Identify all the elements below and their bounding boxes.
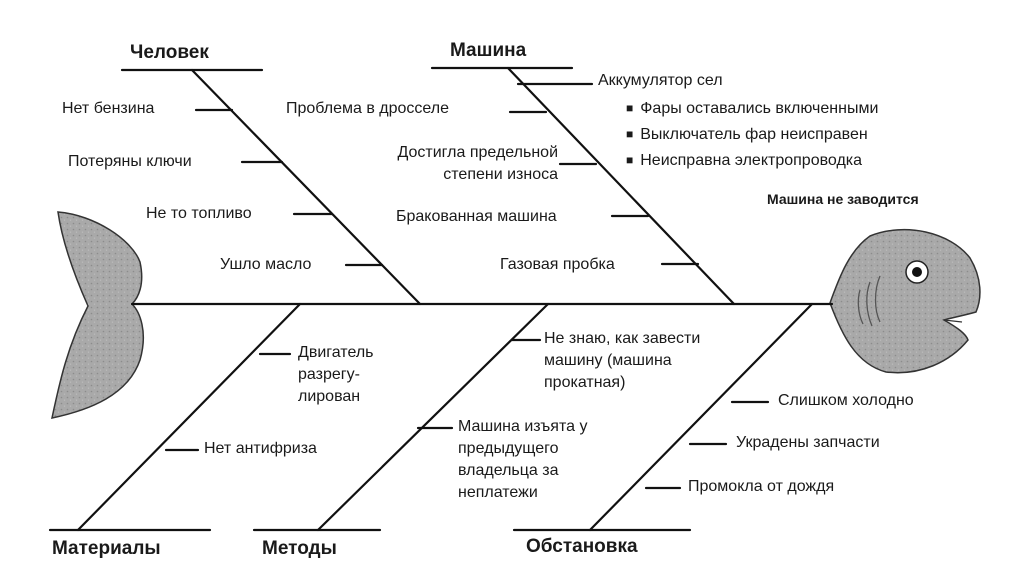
cause-label: Не то топливо [146,203,252,225]
battery-subcause-list: Фары оставались включенными Выключатель … [626,98,878,172]
cause-label: Достигла предельной степени износа [338,142,558,186]
cause-label: Нет бензина [62,98,154,120]
cause-label: Украдены запчасти [736,432,880,454]
subcause-label: Неисправна электропроводка [626,150,878,172]
cause-label: Ушло масло [220,254,311,276]
cause-label: Машина изъята у предыдущего владельца за… [458,416,618,504]
category-title-man: Человек [130,42,209,64]
category-title-methods: Методы [262,538,337,560]
cause-label: Не знаю, как завести машину (машина прок… [544,328,754,394]
cause-label: Газовая пробка [500,254,615,276]
fish-head-icon [830,230,980,373]
cause-label-battery: Аккумулятор сел [598,70,723,92]
cause-label: Двигатель разрегу-лирован [298,342,398,408]
cause-label: Слишком холодно [778,390,914,412]
cause-label: Промокла от дождя [688,476,834,498]
fish-tail-icon [52,212,143,418]
cause-label: Нет антифриза [204,438,317,460]
category-title-materials: Материалы [52,538,161,560]
subcause-label: Фары оставались включенными [626,98,878,120]
category-title-environment: Обстановка [526,536,638,558]
cause-label: Проблема в дросселе [286,98,449,120]
category-title-machine: Машина [450,40,526,62]
cause-label: Бракованная машина [396,206,557,228]
subcause-label: Выключатель фар неисправен [626,124,878,146]
cause-label: Потеряны ключи [68,151,192,173]
effect-label: Машина не заводится [767,188,919,210]
